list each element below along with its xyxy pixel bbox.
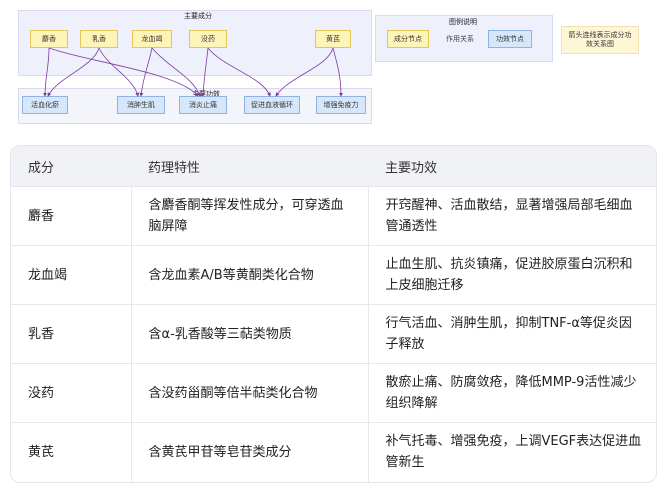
ingredient-table: 成分 药理特性 主要功效 麝香 含麝香酮等挥发性成分，可穿透血脑屏障 开窍醒神、…: [11, 146, 656, 482]
ingredient-label: 黄芪: [326, 35, 340, 43]
cell-properties: 含黄芪甲苷等皂苷类成分: [130, 422, 368, 482]
note-box: 箭头连线表示成分功效关系图: [561, 26, 639, 54]
edge-frankincense-blood-stasis: [47, 47, 100, 97]
ingredients-group-title: 主要成分: [184, 12, 212, 20]
cell-properties: 含龙血素A/B等黄酮类化合物: [130, 245, 368, 305]
cell-properties: 含α-乳香酸等三萜类物质: [130, 304, 368, 364]
ingredient-node-musk: 麝香: [30, 30, 68, 48]
cell-effects: 开窍醒神、活血散结，显著增强局部毛细血管通透性: [367, 186, 656, 246]
effect-label: 促进血液循环: [251, 101, 293, 109]
diagram-edges: [43, 37, 487, 97]
effect-node-circulation: 促进血液循环: [244, 96, 300, 114]
cell-ingredient: 龙血竭: [11, 245, 131, 305]
effect-node-blood-stasis: 活血化瘀: [22, 96, 68, 114]
cell-ingredient: 麝香: [11, 186, 131, 246]
cell-ingredient: 黄芪: [28, 444, 55, 460]
table-row: 龙血竭 含龙血素A/B等黄酮类化合物 止血生肌、抗炎镇痛，促进胶原蛋白沉积和上皮…: [11, 245, 656, 305]
effect-label: 活血化瘀: [31, 101, 59, 109]
table-header-row: 成分 药理特性 主要功效: [11, 146, 656, 187]
edge-myrrh-pain: [201, 47, 209, 97]
effect-label: 增强免疫力: [323, 101, 359, 109]
edge-dragons-blood-swelling: [139, 47, 153, 97]
edge-musk-pain-relief: [48, 47, 199, 97]
table-row: 没药 含没药甾酮等倍半萜类化合物 散瘀止痛、防腐敛疮，降低MMP-9活性减少组织…: [11, 363, 656, 423]
table-row: 黄芪 含黄芪甲苷等皂苷类成分 补气托毒、增强免疫，上调VEGF表达促进血管新生: [11, 422, 656, 482]
effect-label: 消炎止痛: [189, 101, 217, 109]
cell-effects: 止血生肌、抗炎镇痛，促进胶原蛋白沉积和上皮细胞迁移: [367, 245, 656, 305]
edge-astragalus-circulation: [275, 47, 334, 97]
ingredient-node-frankincense: 乳香: [80, 30, 118, 48]
ingredient-label: 龙血竭: [141, 35, 163, 43]
cell-effects: 行气活血、消肿生肌，抑制TNF-α等促炎因子释放: [367, 304, 656, 364]
ingredient-node-myrrh: 没药: [189, 30, 227, 48]
edge-musk-blood-stasis: [43, 47, 50, 97]
legend-title: 图例说明: [449, 18, 477, 26]
header-properties: 药理特性: [131, 146, 368, 187]
edge-myrrh-circulation: [207, 47, 271, 97]
header-effects: 主要功效: [368, 146, 656, 187]
legend-edge-label: 作用关系: [444, 34, 476, 44]
cell-ingredient: 没药: [11, 363, 131, 423]
edge-frankincense-swelling: [98, 47, 140, 97]
table-row: 乳香 含α-乳香酸等三萜类物质 行气活血、消肿生肌，抑制TNF-α等促炎因子释放: [11, 304, 656, 364]
cell-effects: 散瘀止痛、防腐敛疮，降低MMP-9活性减少组织降解: [367, 363, 656, 423]
edge-astragalus-immunity: [332, 47, 343, 97]
legend-source-label: 成分节点: [394, 35, 422, 43]
legend-target-label: 功效节点: [496, 35, 524, 43]
note-text: 箭头连线表示成分功效关系图: [568, 30, 632, 48]
edge-dragons-blood-pain: [151, 47, 201, 97]
flow-diagram: 主要成分 主要功效 麝香 乳香 龙血竭 没药 黄芪 活血化瘀 消肿生肌 消炎止痛…: [8, 2, 658, 130]
effects-group-title: 主要功效: [192, 90, 220, 98]
header-ingredient: 成分: [11, 146, 131, 187]
ingredient-label: 麝香: [42, 35, 56, 43]
table-row: 麝香 含麝香酮等挥发性成分，可穿透血脑屏障 开窍醒神、活血散结，显著增强局部毛细…: [11, 186, 656, 246]
ingredient-label: 乳香: [92, 35, 106, 43]
ingredient-table-card: 成分 药理特性 主要功效 麝香 含麝香酮等挥发性成分，可穿透血脑屏障 开窍醒神、…: [10, 145, 657, 483]
cell-ingredient: 乳香: [11, 304, 131, 364]
ingredient-label: 没药: [201, 35, 215, 43]
ingredient-node-astragalus: 黄芪: [315, 30, 351, 48]
cell-properties: 含麝香酮等挥发性成分，可穿透血脑屏障: [130, 186, 368, 246]
cell-effects: 补气托毒、增强免疫，上调VEGF表达促进血管新生: [367, 422, 656, 482]
ingredient-node-dragons-blood: 龙血竭: [132, 30, 172, 48]
effect-label: 消肿生肌: [127, 101, 155, 109]
legend-source-node: 成分节点: [387, 30, 429, 48]
legend-target-node: 功效节点: [488, 30, 532, 48]
cell-properties: 含没药甾酮等倍半萜类化合物: [130, 363, 368, 423]
